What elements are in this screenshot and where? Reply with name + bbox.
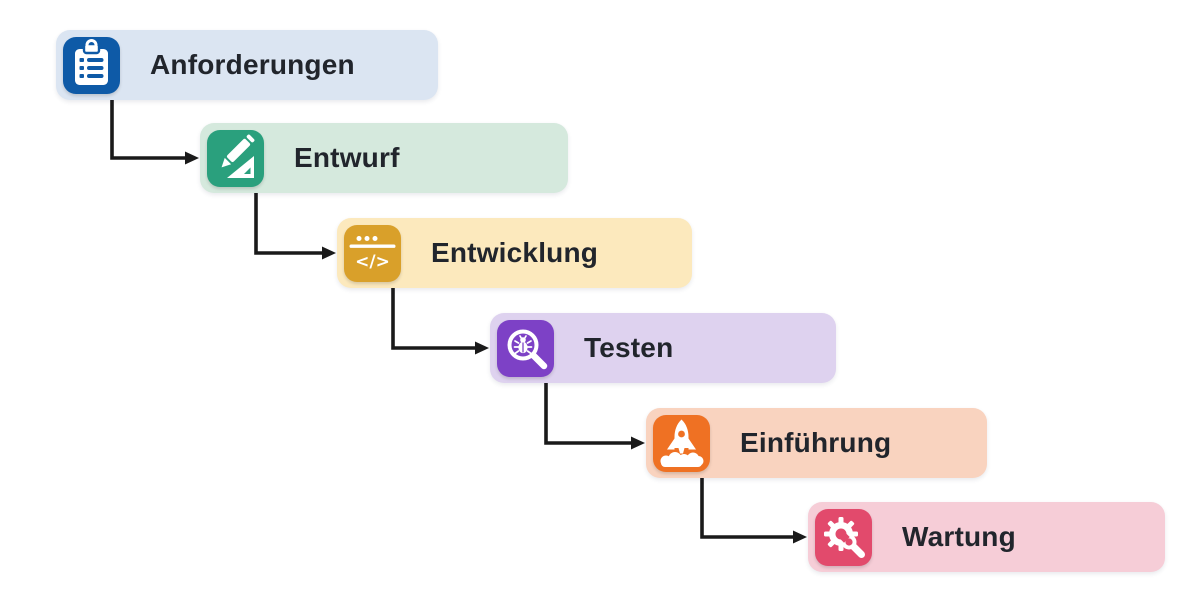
connector-arrow: [254, 193, 336, 260]
step-label: Entwurf: [294, 142, 400, 173]
step-label: Anforderungen: [150, 49, 355, 80]
connector-arrow: [544, 383, 645, 450]
pencil-ruler-icon: [207, 129, 264, 187]
code-window-icon: </>: [344, 224, 401, 282]
connector-arrow: [700, 478, 807, 544]
svg-text:</>: </>: [355, 252, 390, 272]
step-card-wartung: Wartung: [808, 502, 1165, 572]
step-label: Wartung: [902, 521, 1016, 552]
bug-magnifier-icon: [497, 319, 554, 377]
step-card-entwicklung: </> Entwicklung: [337, 218, 692, 288]
rocket-launch-icon: [653, 414, 710, 472]
step-card-testen: Testen: [490, 313, 836, 383]
step-label: Testen: [584, 332, 674, 363]
step-label: Einführung: [740, 427, 892, 458]
step-card-anforderungen: Anforderungen: [56, 30, 438, 100]
gear-wrench-icon: [815, 508, 872, 566]
clipboard-list-icon: [63, 36, 120, 94]
step-label: Entwicklung: [431, 237, 599, 268]
step-card-entwurf: Entwurf: [200, 123, 568, 193]
step-card-einf-hrung: Einführung: [646, 408, 987, 478]
connector-arrow: [391, 288, 489, 355]
connector-arrow: [110, 100, 199, 165]
